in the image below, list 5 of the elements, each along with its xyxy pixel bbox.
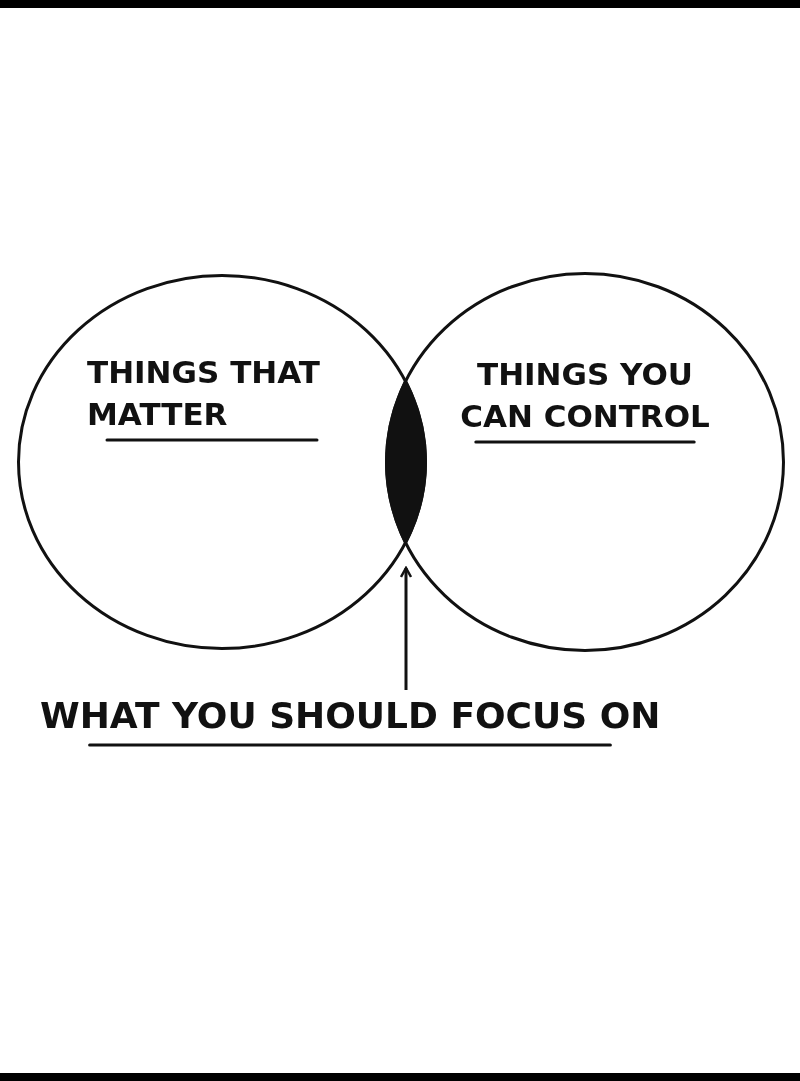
caption-text: WHAT YOU SHOULD FOCUS ON (40, 694, 661, 738)
circle-label: THINGS YOU CAN CONTROL (459, 355, 711, 436)
circle-label: THINGS THAT MATTER (87, 353, 321, 434)
circle (385, 272, 785, 652)
arrow (399, 566, 413, 690)
